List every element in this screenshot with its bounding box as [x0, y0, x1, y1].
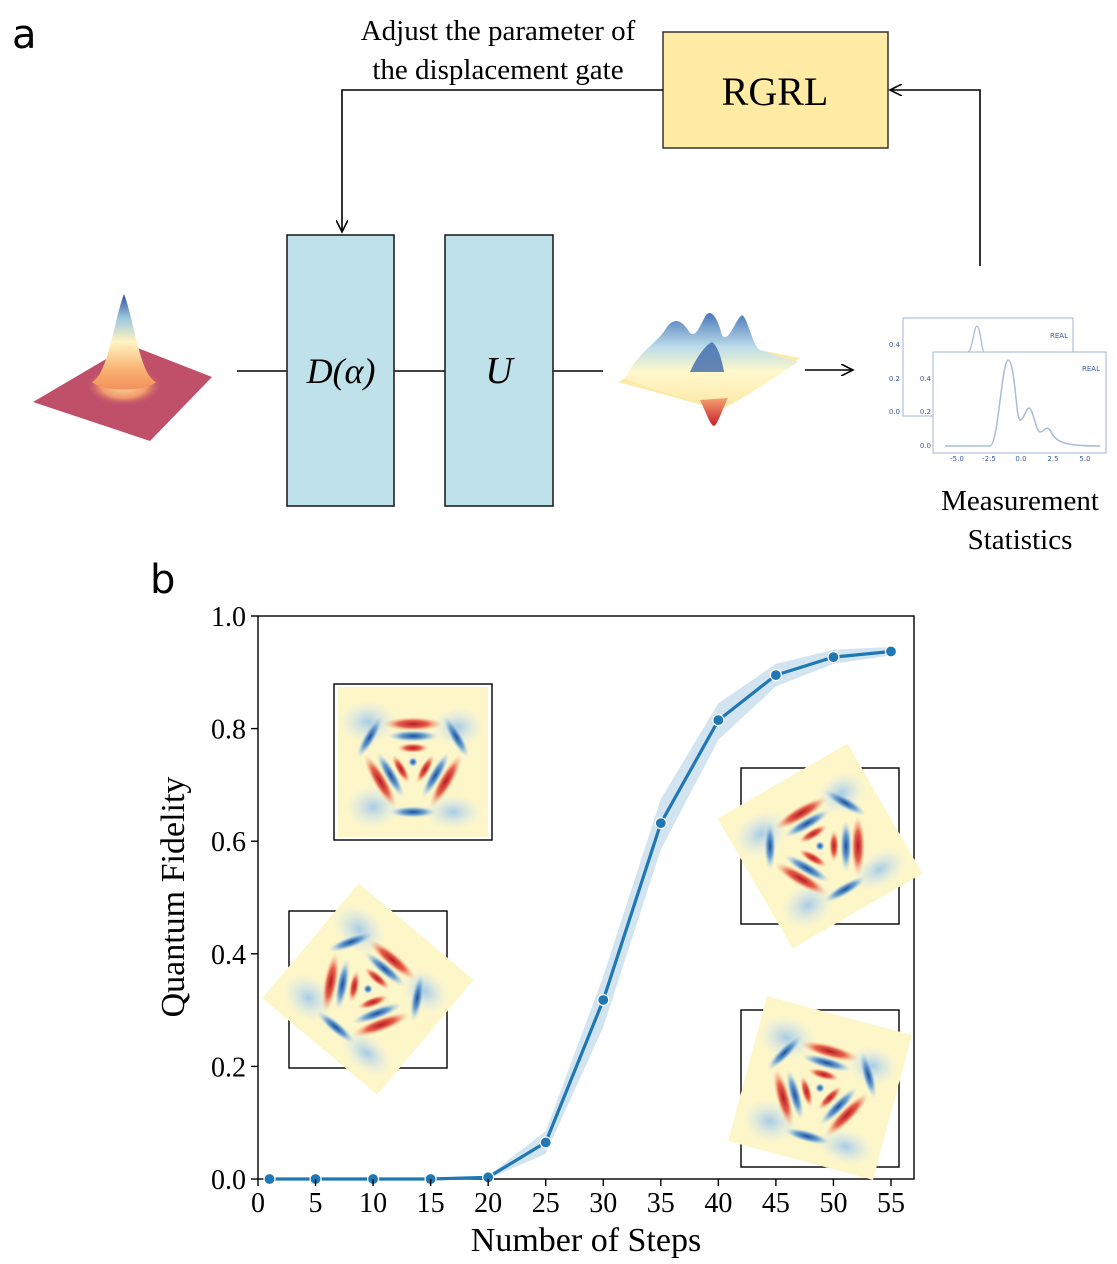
x-tick-label: 20	[474, 1188, 502, 1219]
x-tick-label: 35	[647, 1188, 675, 1219]
plot-front-ytick: 0.0	[920, 442, 931, 450]
plot-front-xtick: 2.5	[1047, 455, 1058, 463]
plot-back-tag: REAL	[1050, 332, 1068, 340]
y-tick-label: 1.0	[211, 602, 246, 633]
data-point	[827, 650, 840, 664]
data-point	[597, 993, 610, 1007]
chart-layer	[263, 645, 898, 1186]
plot-back-ytick: 0.0	[889, 408, 900, 416]
wigner-inset-4	[728, 996, 912, 1180]
plot-front-ytick: 0.4	[920, 375, 932, 383]
series-line	[269, 649, 892, 1181]
measurement-label-line2: Statistics	[968, 524, 1073, 556]
y-axis-title: Quantum Fidelity	[155, 777, 192, 1018]
data-point	[654, 817, 667, 830]
data-point	[539, 1136, 552, 1149]
measurement-label-line1: Measurement	[941, 485, 1099, 517]
output-state-surface	[618, 312, 800, 426]
plot-front-ytick: 0.2	[920, 408, 931, 416]
data-point	[769, 669, 782, 682]
x-tick-label: 45	[762, 1188, 790, 1219]
confidence-band	[269, 647, 891, 1179]
x-tick-label: 15	[417, 1188, 445, 1219]
plot-front-xtick: -2.5	[982, 455, 996, 463]
x-tick-label: 5	[309, 1188, 323, 1219]
unitary-gate-label: U	[485, 350, 515, 392]
x-tick-label: 30	[589, 1188, 617, 1219]
y-tick-label: 0.8	[211, 715, 246, 746]
x-tick-label: 0	[251, 1188, 265, 1219]
plot-front-tag: REAL	[1082, 365, 1100, 373]
rgrl-label: RGRL	[722, 69, 829, 114]
panel-a-label: a	[12, 12, 37, 58]
data-point	[263, 1172, 276, 1186]
x-tick-label: 25	[532, 1188, 560, 1219]
fidelity-chart: 0 5 10 15 20 25 30 35 40 45 50 55 0.0 0.2 0.4 0.6 0.8 1.0…	[155, 602, 923, 1259]
x-tick-label: 55	[877, 1188, 905, 1219]
plot-back-ytick: 0.2	[889, 375, 900, 383]
displacement-gate-box	[286, 234, 395, 507]
x-tick-label: 50	[819, 1188, 847, 1219]
y-tick-label: 0.6	[211, 827, 246, 858]
initial-state-surface	[33, 294, 212, 441]
x-tick-label: 40	[704, 1188, 732, 1219]
data-point	[712, 714, 725, 727]
wigner-inset-1	[333, 683, 493, 841]
y-tick-label: 0.0	[211, 1165, 246, 1196]
feedback-line-to-gate	[342, 89, 663, 232]
y-tick-label: 0.4	[211, 940, 246, 971]
displacement-gate-label: D(α)	[306, 351, 376, 391]
plot-back-ytick: 0.4	[889, 341, 901, 349]
x-tick-label: 10	[359, 1188, 387, 1219]
y-tick-label: 0.2	[211, 1052, 246, 1083]
wigner-inset-2	[262, 883, 474, 1095]
plot-front-xtick: 5.0	[1079, 455, 1090, 463]
plot-front-xtick: -5.0	[950, 455, 964, 463]
data-point	[884, 645, 898, 658]
ticks-layer: 0 5 10 15 20 25 30 35 40 45 50 55 0.0 0.2 0.4 0.6 0.8 1.0	[211, 602, 905, 1219]
measurement-plot-front: REAL 0.4 0.2 0.0 -5.0 -2.5 0.0 2.5 5.0	[920, 351, 1107, 463]
wigner-inset-3	[717, 743, 923, 949]
rgrl-box	[662, 31, 889, 149]
unitary-gate-box	[444, 234, 554, 507]
feedback-text-line2: the displacement gate	[372, 54, 623, 86]
feedback-line-to-rgrl	[890, 90, 981, 266]
feedback-text-line1: Adjust the parameter of	[361, 15, 636, 47]
x-axis-title: Number of Steps	[471, 1222, 701, 1259]
plot-front-xtick: 0.0	[1015, 455, 1026, 463]
panel-b-label: b	[150, 557, 175, 603]
